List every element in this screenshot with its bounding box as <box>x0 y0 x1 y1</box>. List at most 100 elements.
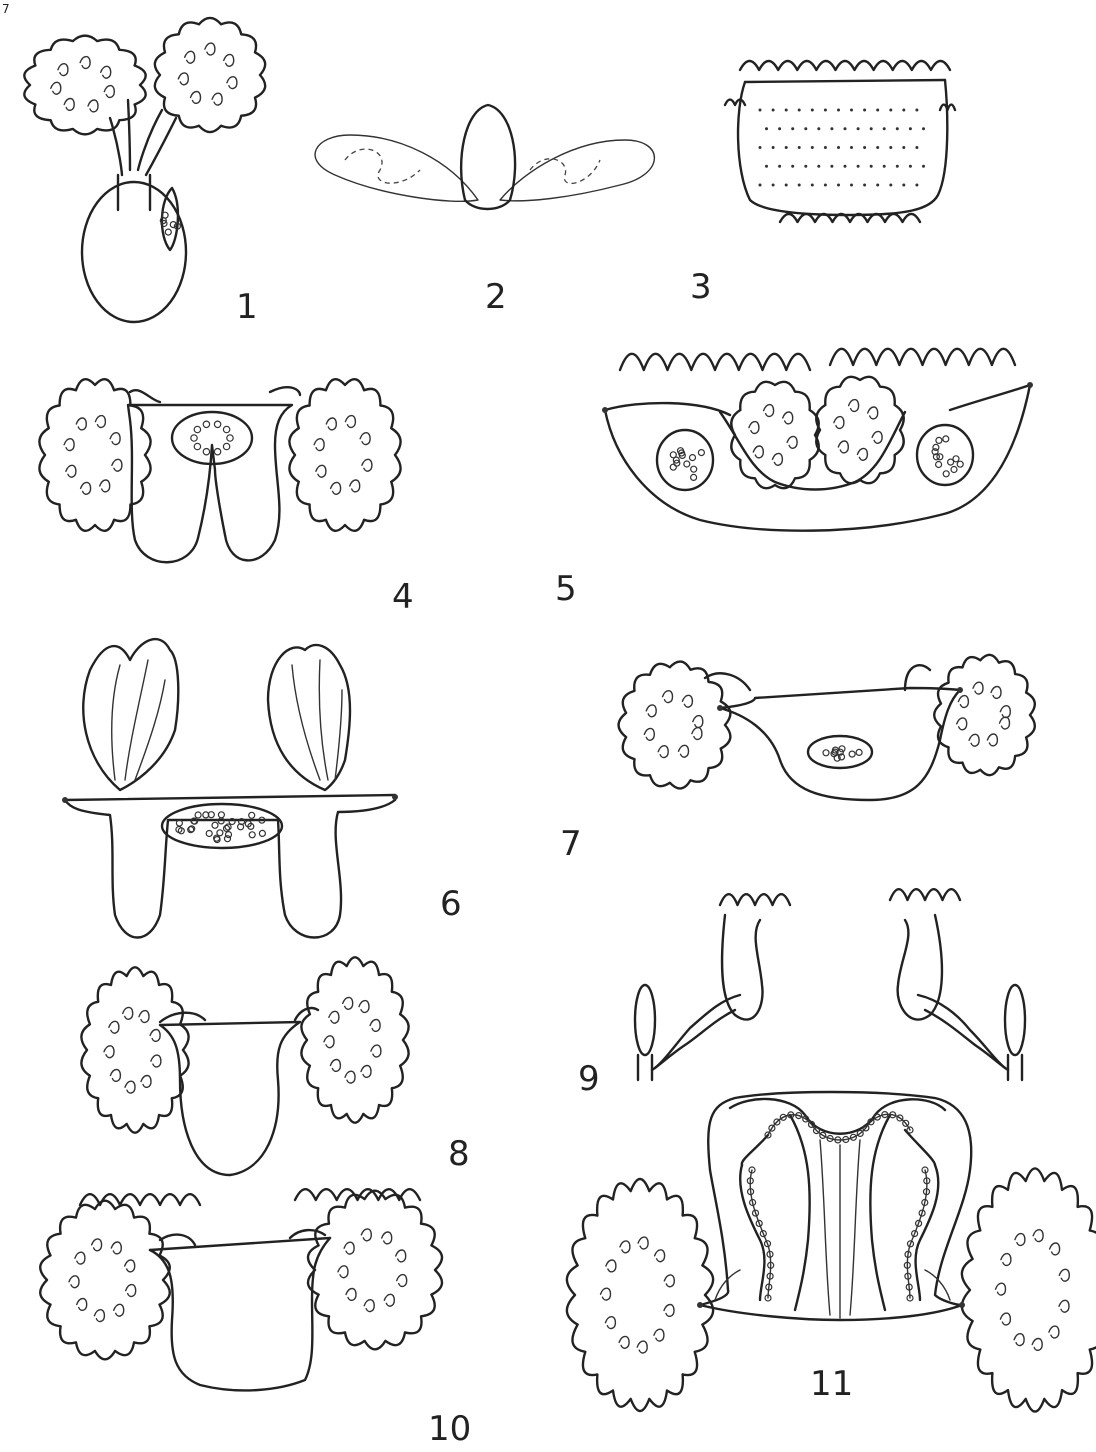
figure-number-1: 1 <box>236 287 258 327</box>
gland-squiggle <box>619 1336 629 1348</box>
stipple-dot <box>922 165 925 168</box>
gland-dot <box>698 450 704 456</box>
gland-dot <box>691 466 697 472</box>
gland-squiggle <box>92 1239 102 1251</box>
stipple-dot <box>902 109 905 112</box>
gland-squiggle <box>370 1020 380 1032</box>
figure-number-11: 11 <box>810 1364 853 1404</box>
gland-squiggle <box>359 1001 369 1013</box>
figure-5-drawing <box>602 349 1033 531</box>
gland-squiggle <box>205 43 215 55</box>
gland-squiggle <box>125 1081 135 1093</box>
gland-squiggle <box>81 482 91 494</box>
gland-squiggle <box>654 1329 664 1341</box>
gland-dot <box>936 462 942 468</box>
stipple-dot <box>785 184 788 187</box>
gland-dot <box>259 830 265 836</box>
gland-squiggle <box>996 1283 1006 1295</box>
gland-dot <box>933 444 939 450</box>
gland-dot <box>214 449 220 455</box>
gland-squiggle <box>1049 1326 1059 1338</box>
gland-squiggle <box>185 51 195 63</box>
gland-squiggle <box>69 1276 79 1288</box>
gland-squiggle <box>361 1066 371 1078</box>
gland-squiggle <box>1033 1230 1043 1242</box>
gland-squiggle <box>364 1300 374 1312</box>
stipple-dot <box>857 165 860 168</box>
stipple-dot <box>837 146 840 149</box>
gland-squiggle <box>987 734 997 746</box>
gland-squiggle <box>1014 1334 1024 1346</box>
stipple-dot <box>915 184 918 187</box>
stipple-dot <box>765 127 768 130</box>
stipple-dot <box>863 146 866 149</box>
stipple-dot <box>785 109 788 112</box>
figure-10-drawing <box>40 1189 442 1390</box>
gland-dot <box>165 229 171 235</box>
figure-number-6: 6 <box>440 884 462 924</box>
gland-squiggle <box>94 1310 104 1322</box>
gland-squiggle <box>957 718 967 730</box>
gland-squiggle <box>345 416 355 428</box>
gland-squiggle <box>123 1007 133 1019</box>
gland-squiggle <box>857 448 867 460</box>
figure-9-drawing <box>635 889 1025 1080</box>
gland-dot <box>249 812 255 818</box>
figure-8-drawing <box>81 957 408 1175</box>
gland-dot <box>691 474 697 480</box>
gland-squiggle <box>110 1070 120 1082</box>
gland-squiggle <box>191 92 201 104</box>
gland-dot <box>227 435 233 441</box>
stipple-dot <box>817 165 820 168</box>
stipple-dot <box>811 184 814 187</box>
stipple-dot <box>791 165 794 168</box>
gland-squiggle <box>838 441 848 453</box>
gland-squiggle <box>658 746 668 758</box>
stipple-dot <box>804 165 807 168</box>
stipple-dot <box>889 146 892 149</box>
stipple-dot <box>791 127 794 130</box>
gland-squiggle <box>58 64 68 76</box>
stipple-dot <box>798 146 801 149</box>
gland-squiggle <box>362 459 372 471</box>
gland-squiggle <box>969 734 979 746</box>
gland-squiggle <box>638 1237 648 1249</box>
gland-squiggle <box>834 417 844 429</box>
gland-squiggle <box>872 431 882 443</box>
gland-dot <box>206 831 212 837</box>
gland-squiggle <box>76 418 86 430</box>
gland-dot <box>957 461 963 467</box>
gland-squiggle <box>1000 717 1010 729</box>
gland-squiggle <box>346 1289 356 1301</box>
stipple-dot <box>759 184 762 187</box>
stipple-dot <box>844 127 847 130</box>
stipple-dot <box>909 165 912 168</box>
stipple-dot <box>896 127 899 130</box>
stipple-dot <box>804 127 807 130</box>
gland-dot <box>223 426 229 432</box>
stipple-dot <box>778 127 781 130</box>
stipple-dot <box>837 184 840 187</box>
figure-7-drawing <box>619 655 1035 800</box>
gland-squiggle <box>344 1242 354 1254</box>
gland-squiggle <box>606 1260 616 1272</box>
gland-dot <box>226 832 232 838</box>
figure-number-3: 3 <box>690 267 712 307</box>
gland-squiggle <box>693 716 703 728</box>
stipple-dot <box>863 184 866 187</box>
stipple-dot <box>765 165 768 168</box>
gland-squiggle <box>958 696 968 708</box>
gland-squiggle <box>637 1341 647 1353</box>
gland-squiggle <box>66 465 76 477</box>
gland-dot <box>203 421 209 427</box>
gland-dot <box>856 749 862 755</box>
gland-squiggle <box>51 82 61 94</box>
gland-squiggle <box>868 407 878 419</box>
figure-3-drawing <box>725 61 955 222</box>
gland-squiggle <box>314 439 324 451</box>
stipple-dot <box>772 184 775 187</box>
gland-squiggle <box>111 1242 121 1254</box>
gland-squiggle <box>345 1071 355 1083</box>
gland-squiggle <box>360 433 370 445</box>
